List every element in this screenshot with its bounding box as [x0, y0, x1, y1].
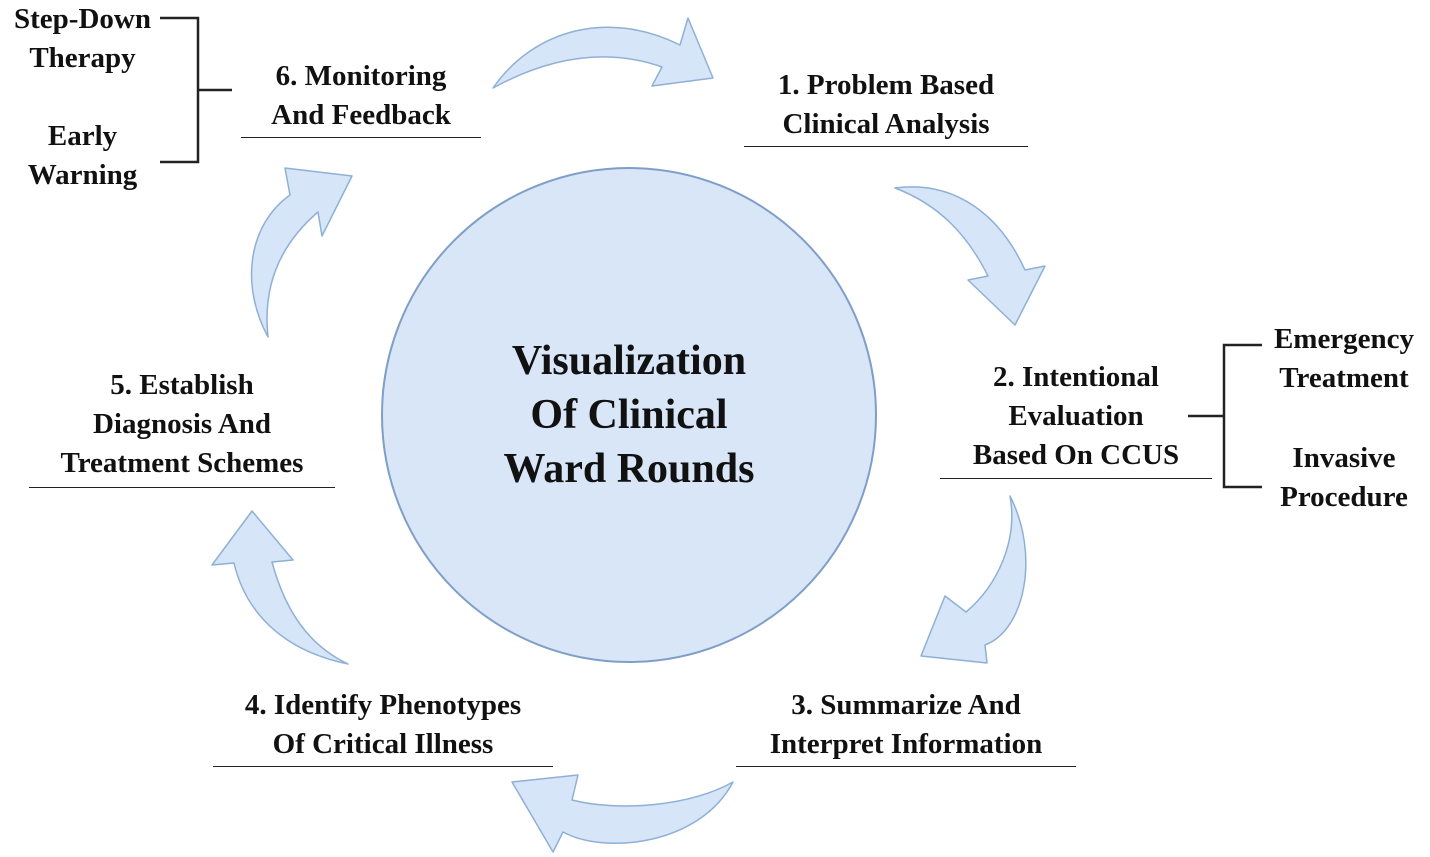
- step-3-label: 3. Summarize And Interpret Information: [736, 686, 1076, 764]
- arrow-5-to-6: [250, 167, 353, 338]
- step-1-line: 1. Problem Based: [777, 69, 995, 101]
- branch-invasive-procedure: Invasive Procedure: [1262, 439, 1426, 517]
- central-circle: [381, 167, 877, 663]
- step-5-line: Treatment Schemes: [60, 447, 304, 479]
- branch-line: Therapy: [29, 42, 136, 74]
- step-4-line: 4. Identify Phenotypes: [244, 689, 522, 721]
- branch-emergency-treatment: Emergency Treatment: [1262, 320, 1426, 398]
- step-6-underline: [241, 137, 481, 138]
- step-6-label: 6. Monitoring And Feedback: [241, 57, 481, 135]
- step-5-line: 5. Establish: [110, 369, 254, 401]
- arrow-2-to-3: [920, 495, 1027, 664]
- branch-line: Procedure: [1280, 481, 1408, 513]
- arrow-4-to-5: [211, 510, 349, 665]
- step-1-underline: [744, 146, 1028, 147]
- center-title-line: Visualization: [511, 338, 747, 384]
- step-2-line: Based On CCUS: [972, 439, 1180, 471]
- step-5-underline: [29, 487, 335, 488]
- center-title-line: Ward Rounds: [503, 446, 755, 492]
- step-4-label: 4. Identify Phenotypes Of Critical Illne…: [213, 686, 553, 764]
- step-5-label: 5. Establish Diagnosis And Treatment Sch…: [29, 366, 335, 483]
- step-6-line: And Feedback: [271, 99, 451, 131]
- step-2-label: 2. Intentional Evaluation Based On CCUS: [940, 358, 1212, 475]
- branch-line: Step-Down: [14, 3, 151, 35]
- step-5-line: Diagnosis And: [92, 408, 272, 440]
- step-2-underline: [940, 478, 1212, 479]
- center-title: Visualization Of Clinical Ward Rounds: [429, 334, 829, 496]
- branch-line: Treatment: [1279, 362, 1409, 394]
- arrow-1-to-2: [894, 186, 1046, 326]
- center-title-line: Of Clinical: [530, 392, 728, 438]
- step-4-underline: [213, 766, 553, 767]
- step-1-label: 1. Problem Based Clinical Analysis: [744, 66, 1028, 144]
- step-6-line: 6. Monitoring: [275, 60, 447, 92]
- step-4-line: Of Critical Illness: [272, 728, 494, 760]
- branch-line: Warning: [27, 159, 138, 191]
- step-1-line: Clinical Analysis: [782, 108, 990, 140]
- step-3-line: 3. Summarize And: [791, 689, 1021, 721]
- branch-line: Early: [47, 120, 118, 152]
- step-2-line: Evaluation: [1008, 400, 1144, 432]
- branch-step-down-therapy: Step-Down Therapy: [0, 0, 165, 78]
- branch-line: Emergency: [1273, 323, 1415, 355]
- arrow-6-to-1: [492, 17, 714, 89]
- left-bracket: [160, 16, 232, 164]
- step-2-line: 2. Intentional: [993, 361, 1159, 393]
- branch-line: Invasive: [1292, 442, 1396, 474]
- arrow-3-to-4: [511, 774, 734, 853]
- step-3-underline: [736, 766, 1076, 767]
- right-bracket: [1188, 343, 1262, 489]
- step-3-line: Interpret Information: [769, 728, 1043, 760]
- branch-early-warning: Early Warning: [0, 117, 165, 195]
